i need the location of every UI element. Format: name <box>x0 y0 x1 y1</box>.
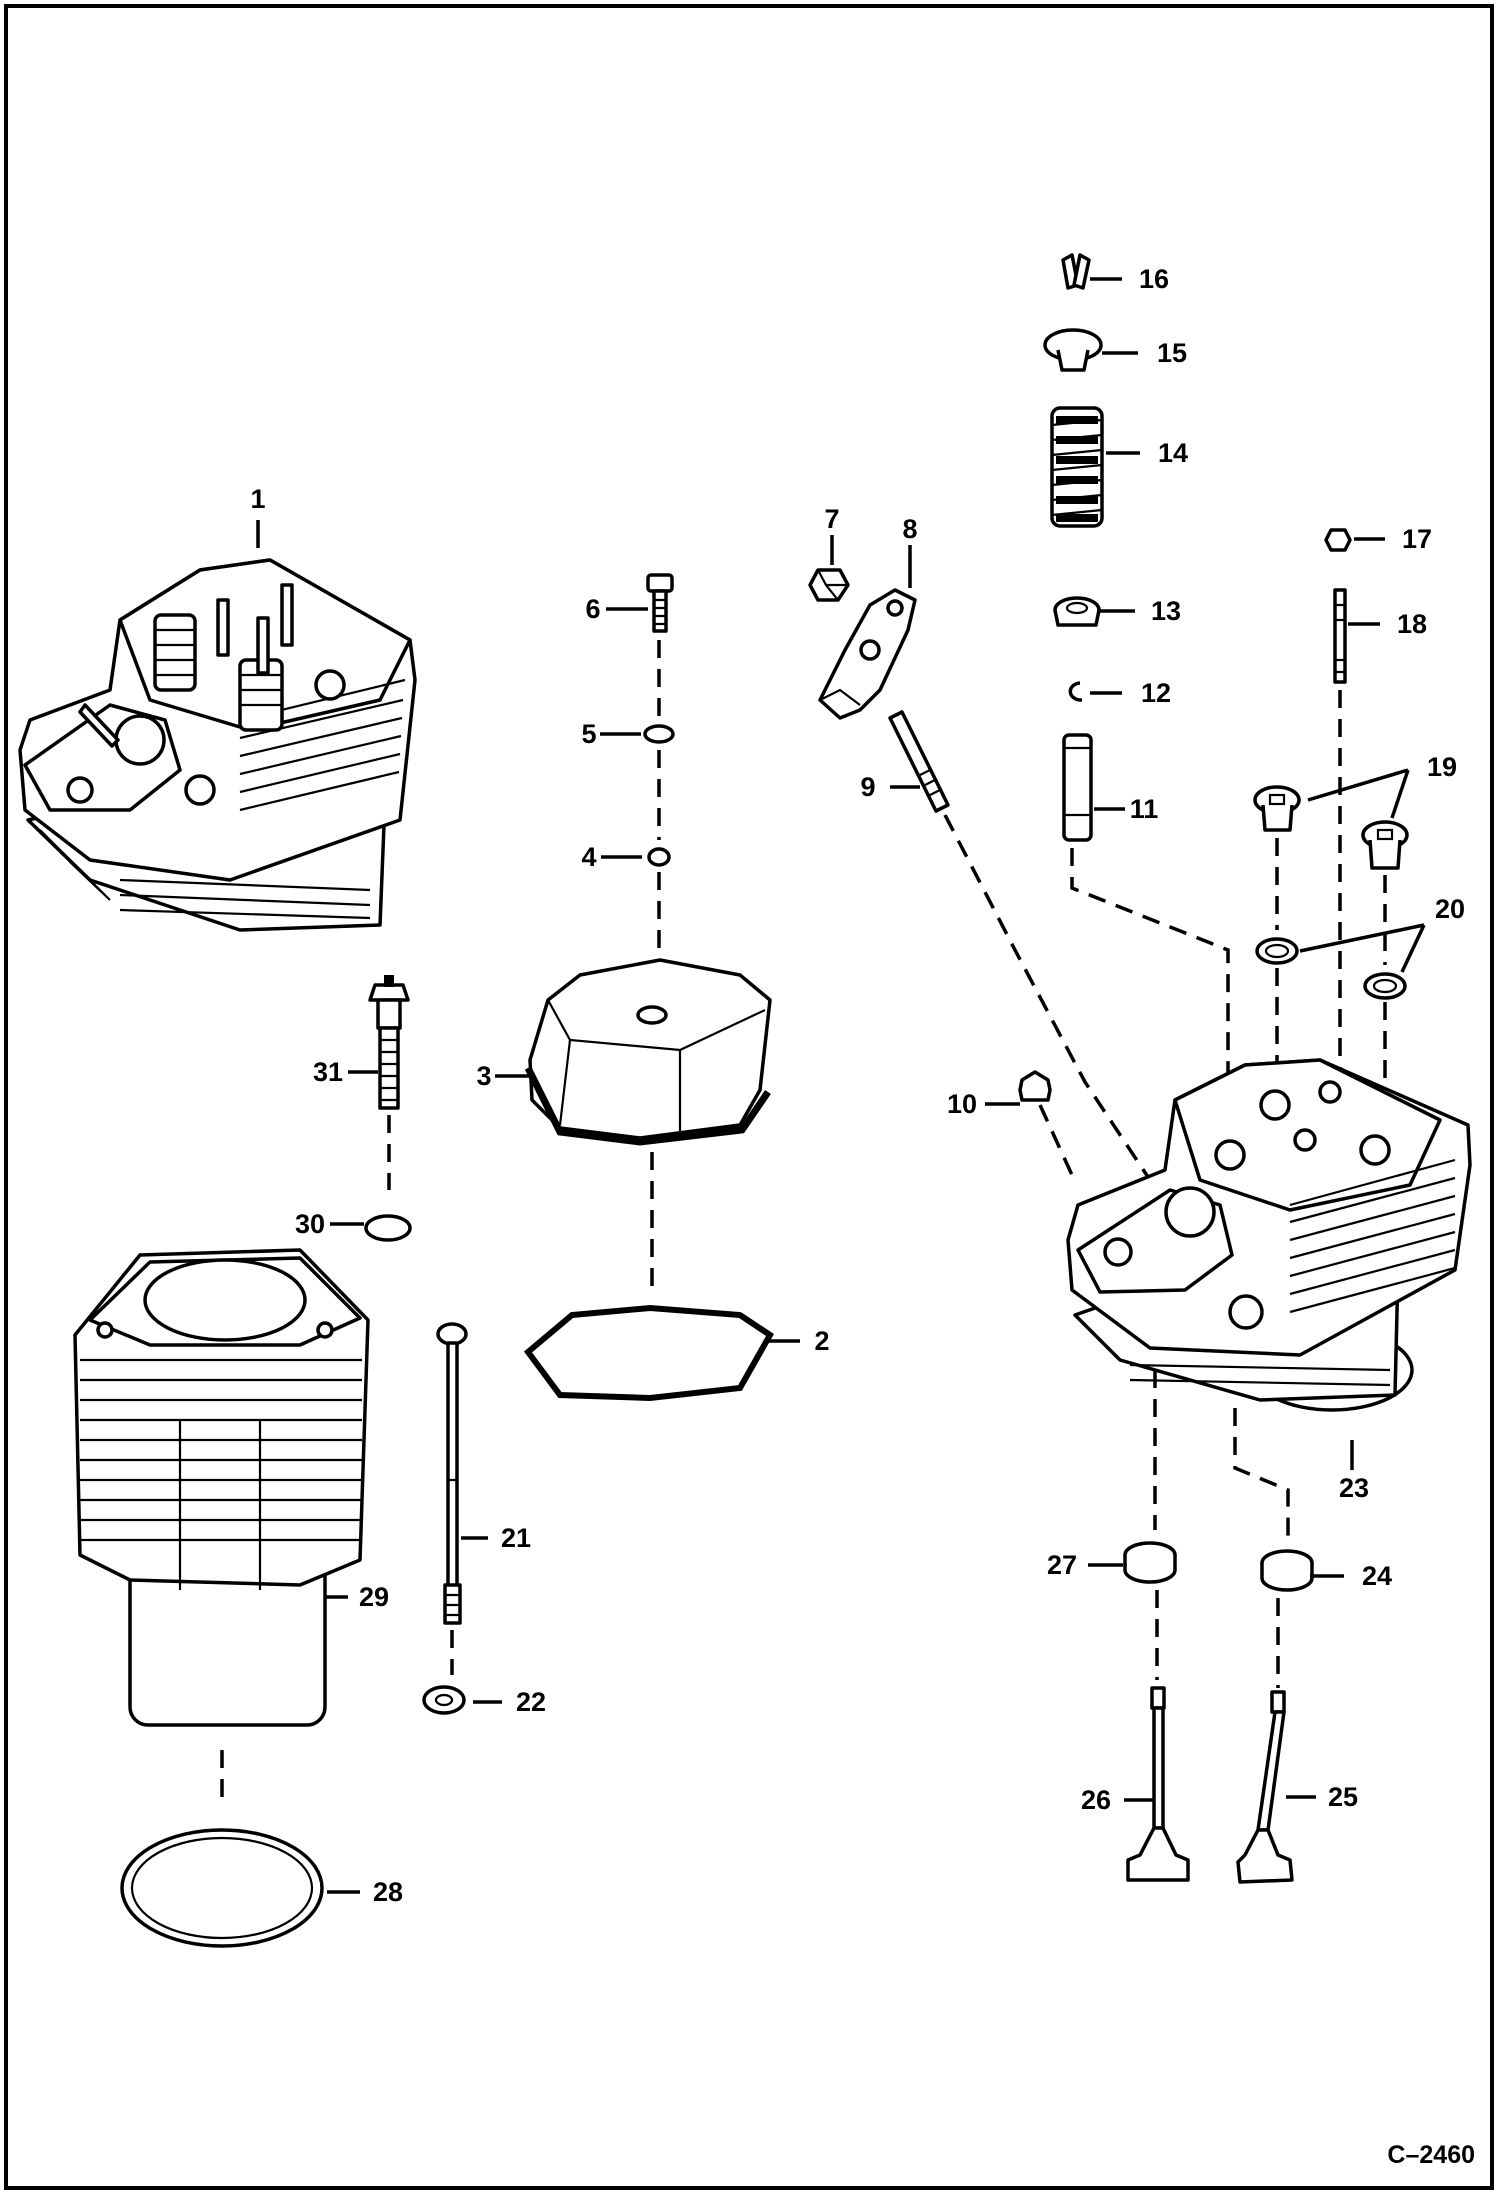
part-label-30: 30 <box>295 1209 325 1239</box>
part-7-nut <box>808 568 850 602</box>
leader-lines <box>256 277 1426 1894</box>
part-label-10: 10 <box>947 1089 977 1119</box>
part-24-valve-seat-ring <box>1260 1549 1314 1592</box>
part-20-seal-ring-right <box>1363 972 1407 1000</box>
part-label-19: 19 <box>1427 752 1457 782</box>
part-9-stud <box>888 710 950 813</box>
part-label-8: 8 <box>902 514 917 544</box>
part-label-5: 5 <box>581 719 596 749</box>
part-11-valve-guide <box>1062 733 1093 842</box>
part-12-snap-ring <box>1068 681 1083 702</box>
part-label-24: 24 <box>1362 1561 1392 1591</box>
part-label-14: 14 <box>1158 438 1188 468</box>
part-label-25: 25 <box>1328 1782 1358 1812</box>
part-2-cover-gasket <box>523 1304 774 1402</box>
part-6-bolt <box>646 573 674 633</box>
part-label-4: 4 <box>581 842 596 872</box>
part-22-nut <box>422 1685 466 1715</box>
part-19-plug-left <box>1253 785 1301 832</box>
part-25-valve <box>1236 1690 1294 1884</box>
part-label-29: 29 <box>359 1582 389 1612</box>
figure-code: C–2460 <box>1387 2141 1475 2169</box>
part-label-2: 2 <box>814 1326 829 1356</box>
part-1-cylinder-head-left <box>18 558 417 932</box>
part-8-rocker-arm <box>818 588 917 720</box>
part-label-6: 6 <box>585 594 600 624</box>
part-17-nut <box>1324 528 1352 552</box>
part-label-21: 21 <box>501 1523 531 1553</box>
part-label-18: 18 <box>1397 609 1427 639</box>
part-21-stud <box>436 1322 468 1625</box>
part-label-9: 9 <box>860 772 875 802</box>
part-30-seal-ring <box>364 1214 412 1242</box>
part-label-22: 22 <box>516 1687 546 1717</box>
part-label-13: 13 <box>1151 596 1181 626</box>
part-27-valve-seat-ring <box>1123 1541 1177 1584</box>
part-label-17: 17 <box>1402 524 1432 554</box>
part-13-spring-seat <box>1053 596 1101 627</box>
part-label-23: 23 <box>1339 1473 1369 1503</box>
part-label-20: 20 <box>1435 894 1465 924</box>
part-label-28: 28 <box>373 1877 403 1907</box>
part-14-valve-spring <box>1050 406 1104 528</box>
part-label-1: 1 <box>250 484 265 514</box>
part-labels: 1 2 3 4 5 6 7 8 9 10 11 12 13 14 15 16 1… <box>250 264 1465 1907</box>
part-label-7: 7 <box>824 504 839 534</box>
page-frame <box>4 4 1494 2190</box>
part-label-26: 26 <box>1081 1785 1111 1815</box>
part-15-spring-retainer <box>1043 328 1103 372</box>
part-16-valve-keys <box>1061 253 1091 290</box>
part-23-cylinder-head-right <box>1066 1058 1472 1412</box>
part-3-rocker-cover <box>524 958 772 1146</box>
part-label-27: 27 <box>1047 1550 1077 1580</box>
part-10-valve-cap <box>1018 1070 1052 1102</box>
part-label-3: 3 <box>476 1061 491 1091</box>
part-label-15: 15 <box>1157 338 1187 368</box>
part-label-12: 12 <box>1141 678 1171 708</box>
part-29-cylinder-barrel <box>73 1248 370 1727</box>
part-label-11: 11 <box>1130 794 1159 824</box>
part-20-seal-ring-left <box>1255 937 1299 965</box>
part-31-injector <box>368 975 410 1110</box>
part-label-16: 16 <box>1139 264 1169 294</box>
part-label-31: 31 <box>313 1057 343 1087</box>
part-28-o-ring <box>120 1828 324 1948</box>
part-5-washer <box>643 724 675 744</box>
part-18-stud <box>1333 588 1347 684</box>
part-19-plug-right <box>1361 820 1409 870</box>
part-26-valve <box>1126 1686 1190 1882</box>
part-4-seal <box>647 847 671 867</box>
